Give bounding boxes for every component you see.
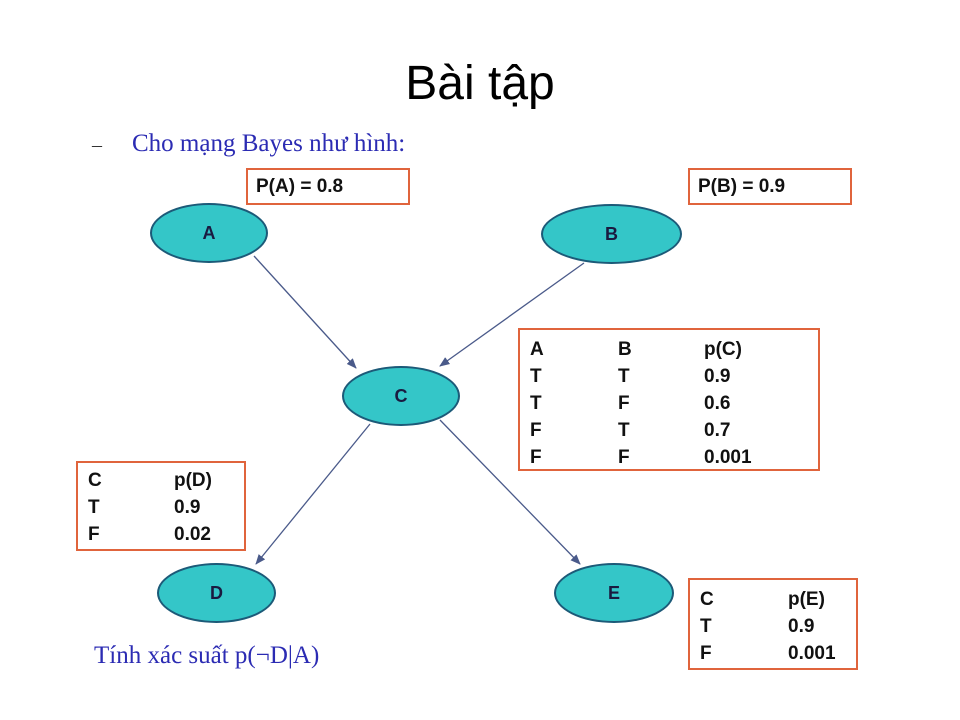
cpt-c-table: A B p(C) T T 0.9 T F 0.6 F T 0.7 F F 0.0… xyxy=(530,336,752,471)
table-row: T F 0.6 xyxy=(530,390,752,417)
cpt-e-header-c: C xyxy=(700,588,714,610)
table-cell: T xyxy=(618,419,630,441)
table-cell: 0.9 xyxy=(174,496,201,518)
node-e: E xyxy=(554,563,674,623)
table-cell: T xyxy=(700,615,712,637)
cpt-d-header-pd: p(D) xyxy=(174,469,212,491)
table-row: F T 0.7 xyxy=(530,417,752,444)
node-a-label: A xyxy=(202,222,216,243)
table-cell: 0.001 xyxy=(788,642,836,664)
bullet-dash: – xyxy=(92,134,102,156)
table-row: F 0.001 xyxy=(700,640,836,667)
prior-a-box: P(A) = 0.8 xyxy=(246,168,410,205)
cpt-d-table: C p(D) T 0.9 F 0.02 xyxy=(88,467,212,548)
table-row: F 0.02 xyxy=(88,521,212,548)
table-row: C p(D) xyxy=(88,467,212,494)
node-c-label: C xyxy=(394,385,408,406)
table-cell: T xyxy=(530,392,542,414)
table-cell: F xyxy=(530,446,542,468)
node-c: C xyxy=(342,366,460,426)
node-a: A xyxy=(150,203,268,263)
table-cell: 0.6 xyxy=(704,392,731,414)
table-cell: T xyxy=(88,496,100,518)
cpt-e-table: C p(E) T 0.9 F 0.001 xyxy=(700,586,836,667)
table-row: T 0.9 xyxy=(700,613,836,640)
node-d: D xyxy=(157,563,276,623)
table-cell: T xyxy=(530,365,542,387)
slide-title: Bài tập xyxy=(405,57,555,110)
table-row: A B p(C) xyxy=(530,336,752,363)
node-d-label: D xyxy=(210,582,223,603)
table-cell: F xyxy=(530,419,542,441)
table-cell: F xyxy=(88,523,100,545)
table-cell: 0.02 xyxy=(174,523,211,545)
edge-c-d xyxy=(255,423,371,565)
table-row: T 0.9 xyxy=(88,494,212,521)
table-cell: 0.001 xyxy=(704,446,752,468)
intro-text: Cho mạng Bayes như hình: xyxy=(132,130,406,157)
question-text: Tính xác suất p(¬D|A) xyxy=(94,642,320,669)
cpt-c-header-b: B xyxy=(618,338,632,360)
cpt-d-header-c: C xyxy=(88,469,102,491)
prior-b-box: P(B) = 0.9 xyxy=(688,168,852,205)
table-cell: F xyxy=(618,446,630,468)
table-cell: F xyxy=(700,642,712,664)
edge-b-c xyxy=(439,262,585,367)
table-cell: F xyxy=(618,392,630,414)
cpt-c-header-pc: p(C) xyxy=(704,338,742,360)
table-cell: 0.7 xyxy=(704,419,731,441)
node-b: B xyxy=(541,204,682,264)
node-b-label: B xyxy=(605,223,618,244)
cpt-c-header-a: A xyxy=(530,338,544,360)
table-cell: 0.9 xyxy=(788,615,815,637)
edge-c-e xyxy=(439,419,581,565)
table-cell: 0.9 xyxy=(704,365,731,387)
cpt-e-box: C p(E) T 0.9 F 0.001 xyxy=(688,578,858,670)
prior-b-text: P(B) = 0.9 xyxy=(698,176,786,197)
table-row: C p(E) xyxy=(700,586,836,613)
edge-a-c xyxy=(253,255,357,369)
prior-a-text: P(A) = 0.8 xyxy=(256,176,344,197)
table-row: F F 0.001 xyxy=(530,444,752,471)
table-row: T T 0.9 xyxy=(530,363,752,390)
node-e-label: E xyxy=(607,582,620,603)
table-cell: T xyxy=(618,365,630,387)
cpt-d-box: C p(D) T 0.9 F 0.02 xyxy=(76,461,246,551)
intro-line: – Cho mạng Bayes như hình: xyxy=(92,130,405,158)
cpt-c-box: A B p(C) T T 0.9 T F 0.6 F T 0.7 F F 0.0… xyxy=(518,328,820,471)
cpt-e-header-pe: p(E) xyxy=(788,588,825,610)
